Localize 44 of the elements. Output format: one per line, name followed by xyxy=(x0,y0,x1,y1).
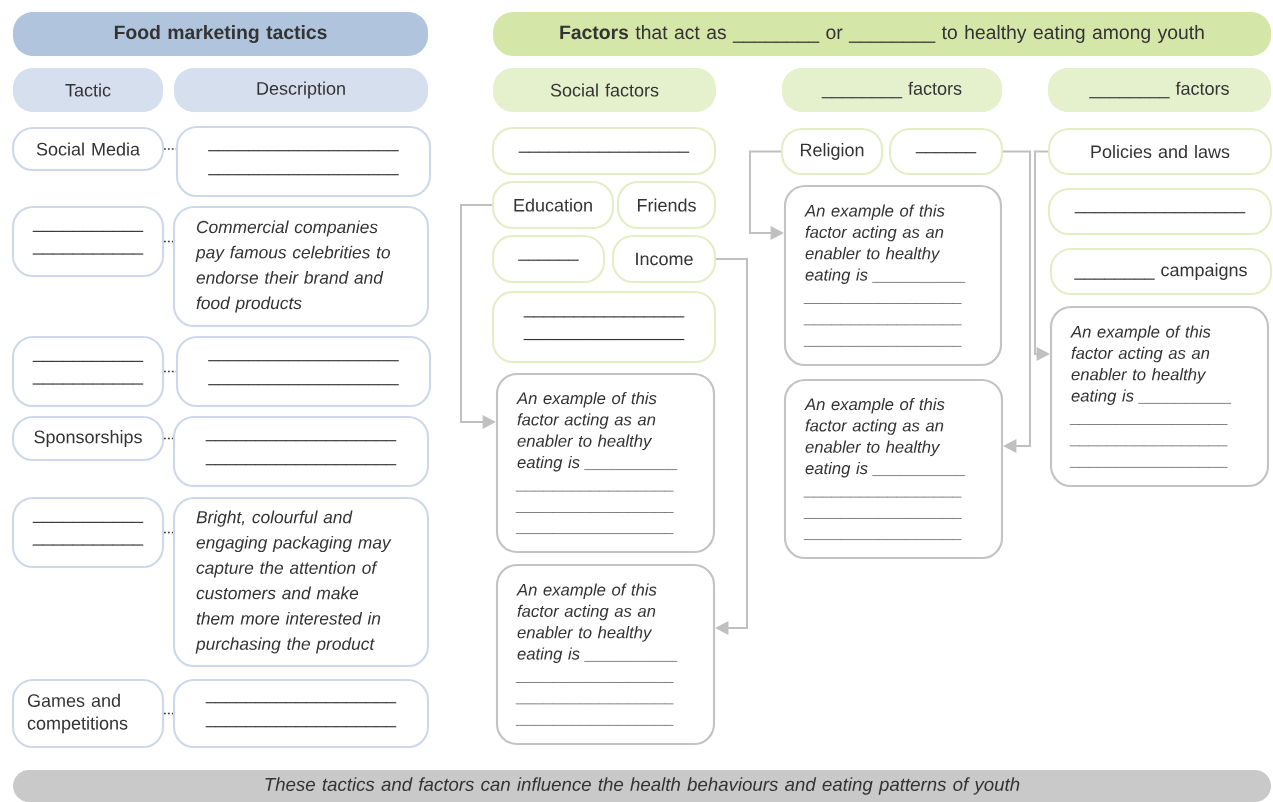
factor-box: Policies and laws xyxy=(1047,127,1273,176)
tactic-box: Games and competitions xyxy=(11,678,165,749)
tactic-box: ___________ ___________ xyxy=(11,496,165,569)
example-box: An example of this factor acting as an enabler to healthy eating is __________ _________________ _________________ _________________ xyxy=(783,184,1003,367)
factor-box: Friends xyxy=(616,180,717,230)
example-box: An example of this factor acting as an enabler to healthy eating is __________ _________________ _________________ _________________ xyxy=(1049,305,1270,488)
dotted-connector xyxy=(163,370,177,373)
tactic-box: Sponsorships xyxy=(11,415,165,462)
column-heading: Description xyxy=(174,68,428,112)
factor-box: ________________ ________________ xyxy=(491,290,717,364)
factor-box: Religion xyxy=(780,127,884,176)
description-box: ___________________ ___________________ xyxy=(175,335,432,408)
description-box: ___________________ ___________________ xyxy=(175,125,432,198)
factor-box: _________________ xyxy=(1047,187,1273,236)
example-box: An example of this factor acting as an enabler to healthy eating is __________ _________________ _________________ _________________ xyxy=(495,563,716,746)
arrow xyxy=(1002,150,1031,453)
factor-box: ______ xyxy=(491,234,606,284)
dotted-connector xyxy=(163,437,174,440)
dotted-connector xyxy=(163,148,177,150)
description-box: Bright, colourful and engaging packaging may capture the attention of customers and make them more interested in purchasing the product xyxy=(172,496,430,668)
header-bar: Factors that act as ________ or ________ to healthy eating among youth xyxy=(493,12,1271,56)
description-box: ___________________ ___________________ xyxy=(172,415,430,488)
example-box: An example of this factor acting as an enabler to healthy eating is __________ _________________ _________________ _________________ xyxy=(783,378,1004,560)
factor-box: Income xyxy=(611,234,717,284)
dotted-connector xyxy=(163,240,174,243)
description-box: ___________________ ___________________ xyxy=(172,678,430,749)
column-heading: ________ factors xyxy=(782,68,1002,112)
factor-box: _________________ xyxy=(491,126,717,176)
tactic-box: ___________ ___________ xyxy=(11,335,165,408)
tactic-box: ___________ ___________ xyxy=(11,205,165,278)
factor-box: ______ xyxy=(888,127,1004,176)
arrow xyxy=(715,258,748,635)
footer-band: These tactics and factors can influence the health behaviours and eating patterns of youth xyxy=(13,770,1271,802)
column-heading: Tactic xyxy=(13,68,163,112)
description-box: Commercial companies pay famous celebrities to endorse their brand and food products xyxy=(172,205,430,328)
dotted-connector xyxy=(163,531,174,534)
example-box: An example of this factor acting as an enabler to healthy eating is __________ _________________ _________________ _________________ xyxy=(495,372,716,554)
dotted-connector xyxy=(163,712,174,715)
header-bar: Food marketing tactics xyxy=(13,12,428,56)
column-heading: ________ factors xyxy=(1048,68,1271,112)
column-heading: Social factors xyxy=(493,68,716,112)
tactic-box: Social Media xyxy=(11,126,165,172)
factor-box: ________ campaigns xyxy=(1049,247,1273,296)
factor-box: Education xyxy=(491,180,615,230)
